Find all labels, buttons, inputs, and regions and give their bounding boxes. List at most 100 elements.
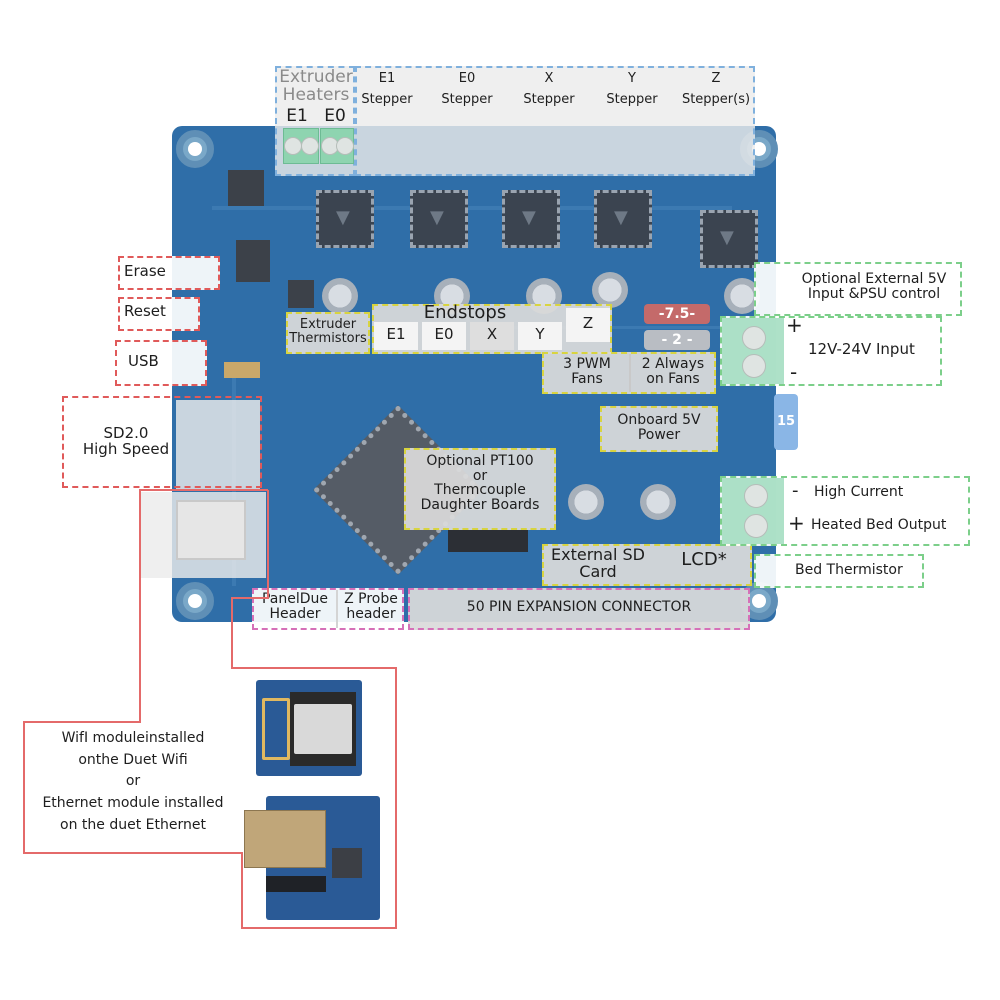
label-line: E1 <box>378 71 396 86</box>
label-line: Z <box>711 71 721 86</box>
rj45-jack-icon <box>244 810 326 868</box>
label-line: Optional External 5V <box>801 271 947 287</box>
label-line: Daughter Boards <box>420 497 540 514</box>
endstop-label: E0 <box>434 325 454 343</box>
screw-icon <box>742 354 766 378</box>
usb-label: USB <box>128 352 159 370</box>
label-line: Stepper <box>441 91 493 107</box>
extruder-heaters-callout <box>275 66 355 176</box>
screw-icon <box>301 137 319 155</box>
onboard-5v-callout <box>600 406 718 452</box>
stepper-x-label: X Stepper <box>518 72 580 106</box>
fuse-label: 15 <box>776 414 796 429</box>
bed-label-line1: High Current <box>814 484 904 500</box>
label-line: header <box>346 605 396 622</box>
fuse-7-5a: -7.5- <box>644 304 710 324</box>
capacitor <box>322 278 358 314</box>
extruder-thermistors-label: Extruder Thermistors <box>286 318 370 345</box>
label-line: on Fans <box>646 370 700 387</box>
heater-terminal-e0 <box>320 128 354 164</box>
label-line: External SD <box>551 545 645 564</box>
vin-terminal <box>722 318 784 384</box>
endstop-e0: E0 <box>422 322 466 350</box>
label-line: 3 PWM <box>563 356 611 372</box>
stepper-driver-chip-e0 <box>410 190 468 248</box>
sd-slot-wash <box>176 400 260 490</box>
label-line: Stepper <box>523 91 575 107</box>
bed-thermistor-callout <box>754 554 924 588</box>
wifi-module-photo <box>256 680 362 776</box>
bed-plus-sign: + <box>788 511 805 535</box>
label-line: Onboard 5V <box>617 412 701 428</box>
usb-callout <box>115 340 207 386</box>
heater-e1-label: E1 <box>286 106 308 126</box>
label-line: Header <box>269 605 321 622</box>
mounting-hole-icon <box>176 130 214 168</box>
daughter-board-callout <box>404 448 556 530</box>
lcd-label: LCD* <box>681 549 727 570</box>
label-line: X <box>544 71 554 86</box>
stepper-y-label: Y Stepper <box>601 72 663 106</box>
mounting-hole-icon <box>176 582 214 620</box>
capacitor <box>568 484 604 520</box>
endstop-label: Z <box>582 314 594 332</box>
module-description: WifI moduleinstalled onthe Duet Wifi or … <box>28 728 238 836</box>
label-line: PanelDue <box>261 591 329 607</box>
label-line: Stepper(s) <box>681 91 751 107</box>
module-callout-path <box>23 489 397 929</box>
wifi-shield-icon <box>294 704 352 754</box>
stepper-driver-chip-z <box>700 210 758 268</box>
bed-minus-sign: - <box>792 480 799 501</box>
label-line: Z Probe <box>344 591 398 607</box>
label-line: on the duet Ethernet <box>60 816 206 833</box>
endstop-e1: E1 <box>374 322 418 350</box>
endstop-z: Z <box>566 308 610 342</box>
extruder-thermistors-callout <box>286 312 370 354</box>
stepper-driver-chip-x <box>502 190 560 248</box>
stepper-e0-label: E0 Stepper <box>436 72 498 106</box>
endstop-label: Y <box>535 325 545 343</box>
heated-bed-terminal <box>722 478 784 544</box>
external-5v-callout <box>754 262 962 316</box>
vin-minus-sign: - <box>790 360 798 384</box>
bed-label-line2: Heated Bed Output <box>811 517 947 533</box>
external-sd-lcd-callout <box>542 544 752 586</box>
regulator-chip <box>236 240 270 282</box>
header-divider <box>336 590 338 628</box>
fuse-label: -7.5- <box>658 306 696 322</box>
ethernet-chip <box>332 848 362 878</box>
pin-header <box>266 876 326 892</box>
stepper-driver-chip-e1 <box>316 190 374 248</box>
steppers-callout <box>355 66 755 176</box>
external-5v-label: Optional External 5V Input &PSU control <box>786 272 962 301</box>
stepper-z-label: Z Stepper(s) <box>678 72 754 106</box>
antenna-icon <box>262 698 290 760</box>
label-line: Optional PT100 <box>426 453 534 469</box>
pin-header <box>448 530 528 552</box>
expansion-connector-callout <box>408 588 750 630</box>
label-line: Stepper <box>361 91 413 107</box>
always-on-fans-label: 2 Always on Fans <box>631 357 715 386</box>
reset-callout <box>118 297 200 331</box>
trace <box>212 206 732 210</box>
stepper-driver-chip-y <box>594 190 652 248</box>
fuse-2a: - 2 - <box>644 330 710 350</box>
screw-icon <box>336 137 354 155</box>
erase-label: Erase <box>124 262 166 280</box>
endstop-label: E1 <box>386 325 406 343</box>
jtag-header <box>224 362 260 378</box>
external-sd-label: External SD Card <box>542 545 654 581</box>
paneldue-zprobe-callout <box>252 588 404 630</box>
regulator-chip <box>228 170 264 206</box>
label-line: Thermcouple <box>434 482 526 499</box>
label-line: SD2.0 <box>103 424 149 442</box>
label-line: or <box>125 773 141 790</box>
endstops-title: Endstops <box>423 302 507 323</box>
fans-divider <box>629 354 631 392</box>
wifi-module-shield <box>176 500 246 560</box>
label-line: Extruder <box>299 317 357 332</box>
sd-callout <box>62 396 262 488</box>
endstop-y: Y <box>518 322 562 350</box>
onboard-5v-label: Onboard 5V Power <box>600 413 718 442</box>
